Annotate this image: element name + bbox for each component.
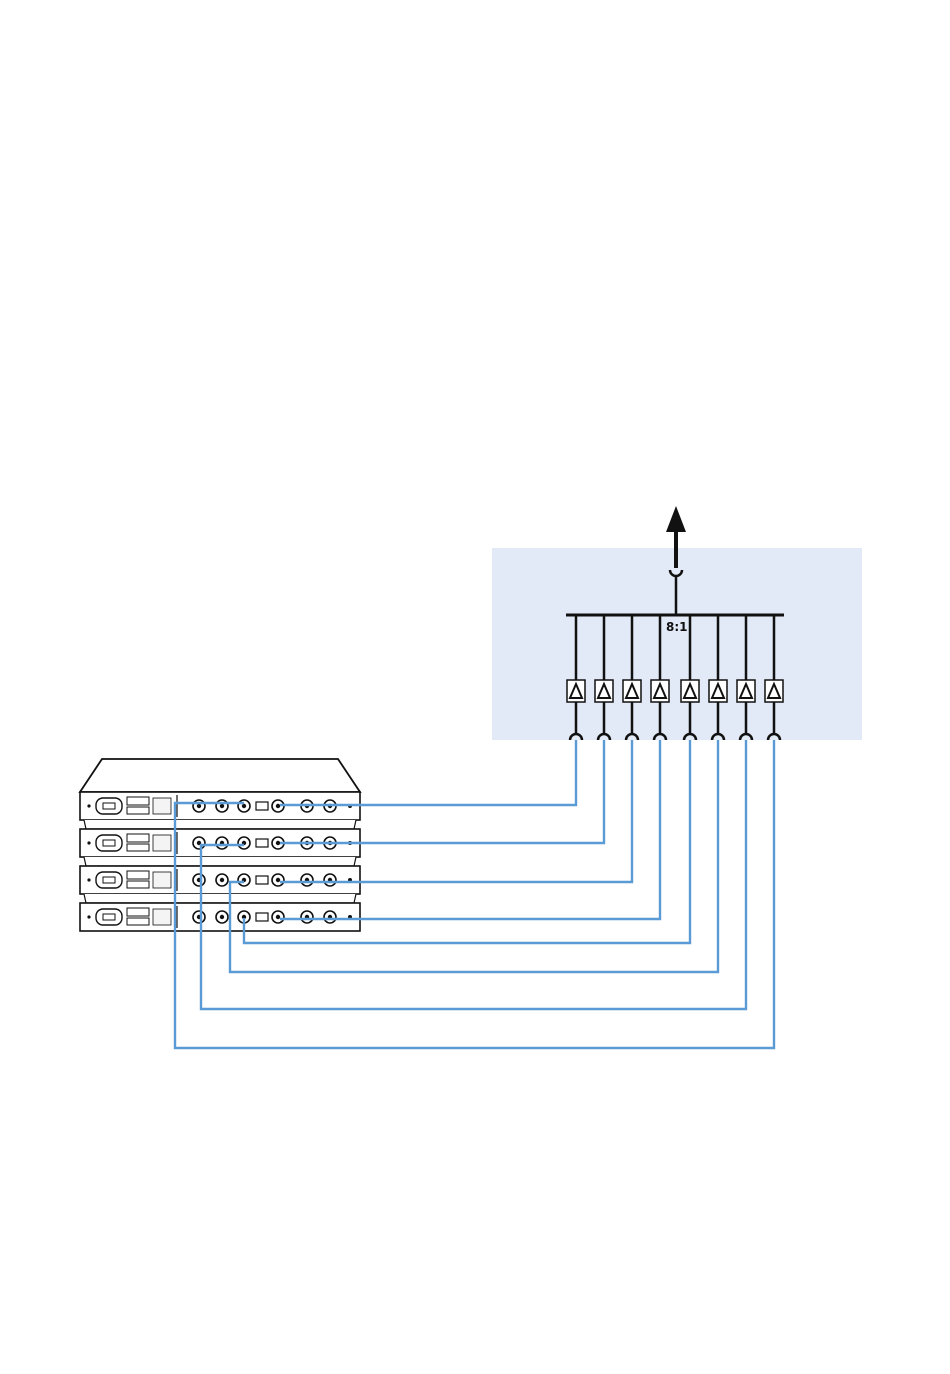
- receiver-unit-2: [80, 829, 360, 866]
- receiver-housing-top: [80, 759, 360, 792]
- power-socket-icon: [96, 835, 122, 851]
- power-socket-icon: [96, 798, 122, 814]
- rating-label: [153, 909, 171, 925]
- splitter-ratio-label: 8:1: [666, 620, 688, 634]
- rating-label: [153, 798, 171, 814]
- receiver-unit-4: [80, 903, 360, 931]
- power-socket-icon: [96, 872, 122, 888]
- receiver-unit-1: [80, 792, 360, 829]
- power-socket-icon: [96, 909, 122, 925]
- rating-label: [153, 872, 171, 888]
- receiver-unit-3: [80, 866, 360, 903]
- rating-label: [153, 835, 171, 851]
